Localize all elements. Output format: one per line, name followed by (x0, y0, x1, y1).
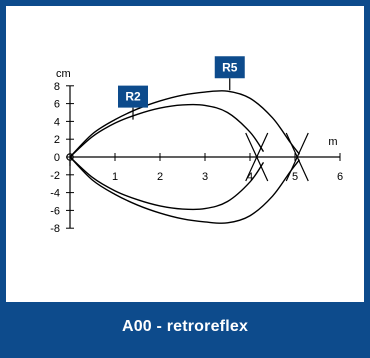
crossing-2-line-b (285, 132, 309, 182)
y-axis-tick-label: -2 (50, 170, 60, 182)
y-axis-tick-label: 2 (54, 134, 60, 146)
series-r2-lower-line (69, 156, 265, 211)
series-r2-upper-line (69, 103, 265, 158)
y-axis-tick-label: 6 (54, 99, 60, 111)
x-axis-tick-label: 5 (292, 171, 298, 183)
x-axis-tick-label: 4 (247, 171, 253, 183)
series-r5-callout-box (214, 56, 245, 79)
footer-bar: A00 - retroreflex (6, 302, 364, 352)
x-axis-unit-label: m (328, 136, 337, 148)
series-r5-upper-line (69, 90, 301, 158)
y-axis-tick-label: -8 (50, 223, 60, 235)
crossing-1-line-b (245, 132, 269, 182)
y-axis-tick-label: 4 (54, 116, 60, 128)
retroreflex-chart: cm m 8 6 4 2 0 -2 -4 -6 -8 1 2 3 4 5 6 R2 R5 (50, 56, 343, 235)
y-axis-tick-label: -4 (50, 188, 60, 200)
series-r2-callout-box (118, 85, 148, 108)
y-axis-tick-label: 0 (54, 152, 60, 164)
chart-area: cm m 8 6 4 2 0 -2 -4 -6 -8 1 2 3 4 5 6 R2 R5 (6, 6, 364, 306)
x-axis-tick-label: 3 (202, 171, 208, 183)
x-axis-tick-label: 2 (157, 171, 163, 183)
series-r5-lower-line (69, 156, 301, 224)
y-axis-tick-label: 8 (54, 81, 60, 93)
y-axis-unit-label: cm (56, 68, 71, 80)
series-r2-label: R2 (125, 90, 141, 104)
series-r5-label: R5 (222, 60, 238, 74)
x-axis-tick-label: 6 (337, 171, 343, 183)
y-axis-tick-label: -6 (50, 205, 60, 217)
footer-title: A00 - retroreflex (121, 318, 249, 335)
x-axis-tick-label: 1 (112, 171, 118, 183)
